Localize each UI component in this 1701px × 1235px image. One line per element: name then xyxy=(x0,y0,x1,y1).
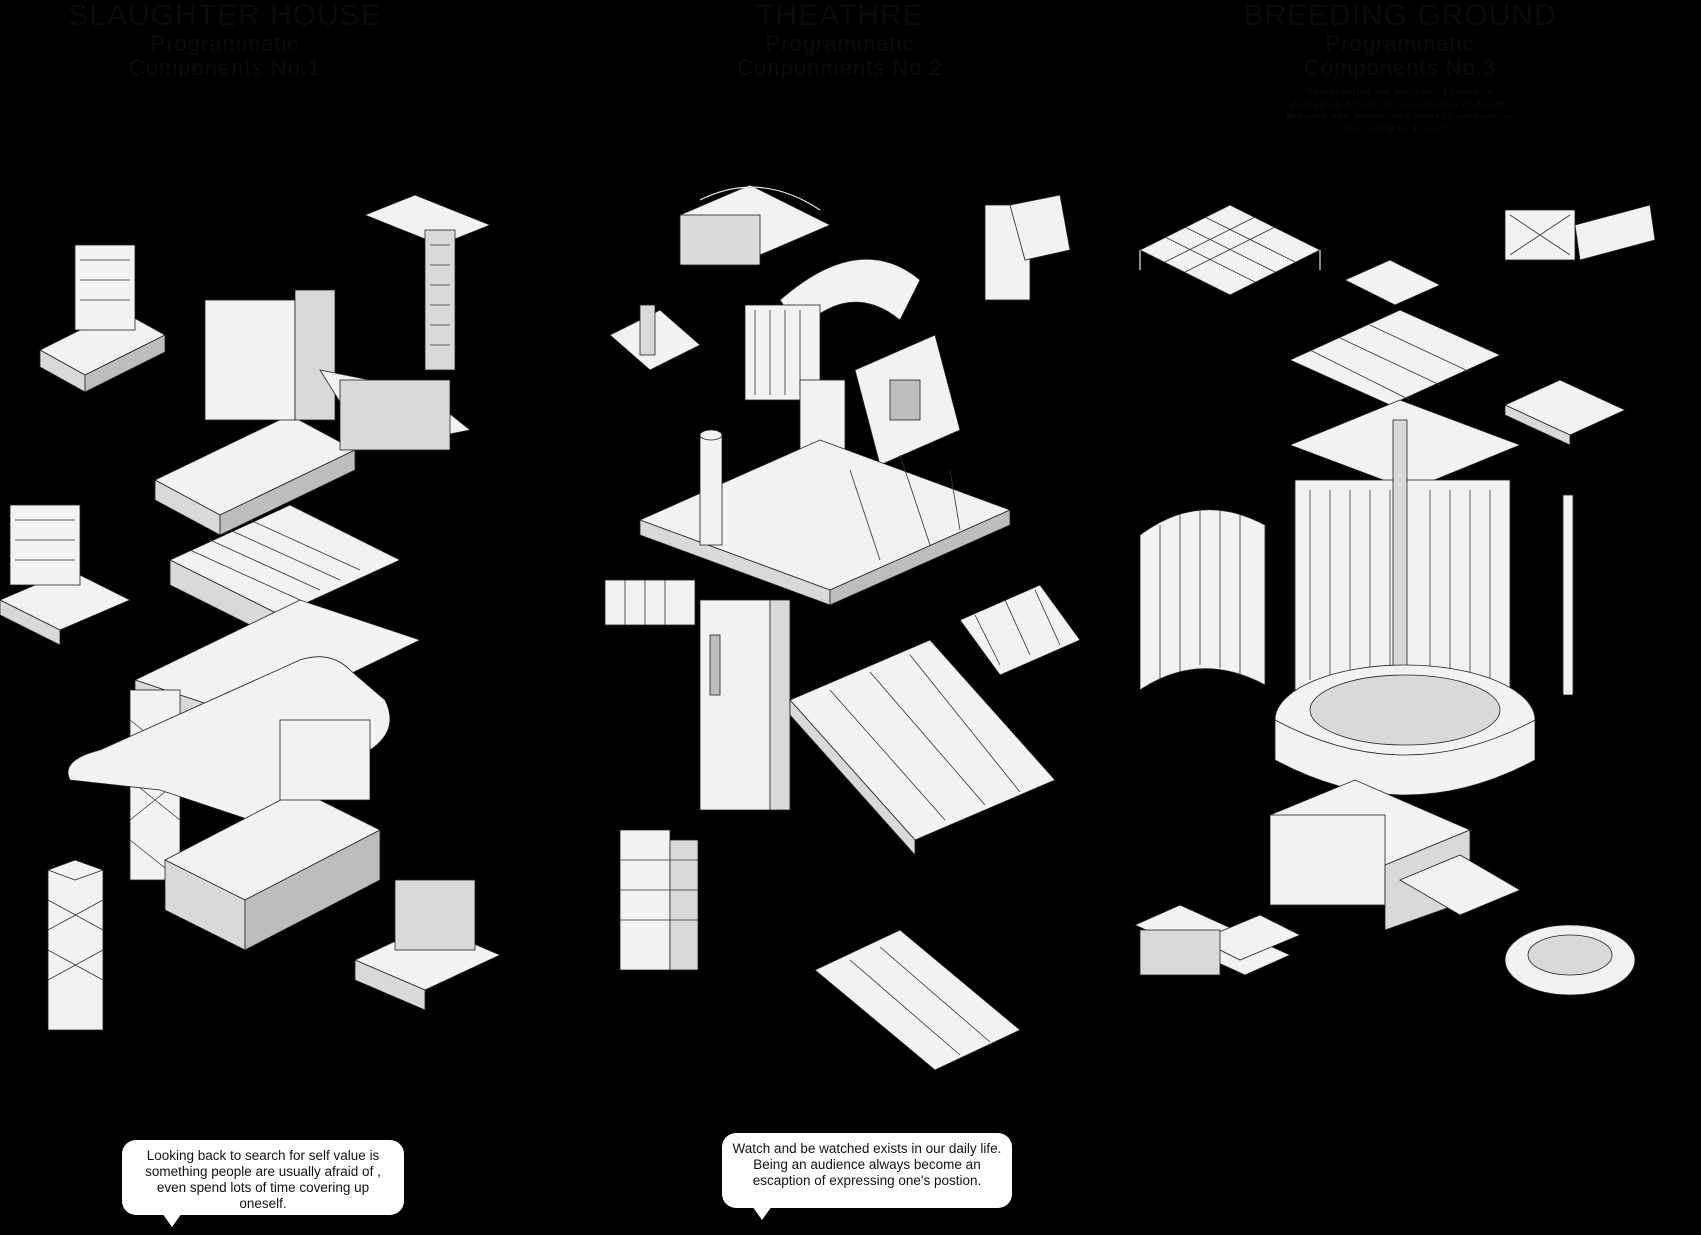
center-bubble-text: Watch and be watched exists in our daily… xyxy=(732,1141,1002,1188)
column-2-subtitle-line2: Conponments No.2 xyxy=(737,55,943,80)
column-3-heading: BREEDING GROUND Programmatic Components … xyxy=(1230,0,1570,134)
center-bubble-tail xyxy=(752,1206,772,1220)
column-3-subtitle-line2: Components No.3 xyxy=(1303,55,1497,80)
column-1-subtitle-line1: Programmatic xyxy=(150,31,300,56)
column-1-title: SLAUGHTER HOUSE xyxy=(68,0,382,32)
column-1-subtitle-line2: Components No.1 xyxy=(128,55,322,80)
column-2-subtitle-line1: Programmatic xyxy=(765,31,915,56)
slaughter-house-model xyxy=(0,194,501,1031)
column-3-description: "Representing the addition of desire re-… xyxy=(1286,87,1514,133)
left-speech-bubble: Looking back to search for self value is… xyxy=(122,1140,404,1227)
left-bubble-tail xyxy=(162,1213,182,1227)
column-1-heading: SLAUGHTER HOUSE Programmatic Components … xyxy=(60,0,390,80)
left-bubble-text: Looking back to search for self value is… xyxy=(145,1148,381,1211)
column-3-subtitle-line1: Programmatic xyxy=(1325,31,1475,56)
theathre-model xyxy=(604,184,1081,1071)
column-3-title: BREEDING GROUND xyxy=(1243,0,1557,32)
column-2-heading: THEATHRE Programmatic Conponments No.2 xyxy=(690,0,990,80)
center-speech-bubble: Watch and be watched exists in our daily… xyxy=(722,1133,1012,1220)
breeding-ground-model xyxy=(1134,204,1656,996)
column-2-title: THEATHRE xyxy=(756,0,924,32)
